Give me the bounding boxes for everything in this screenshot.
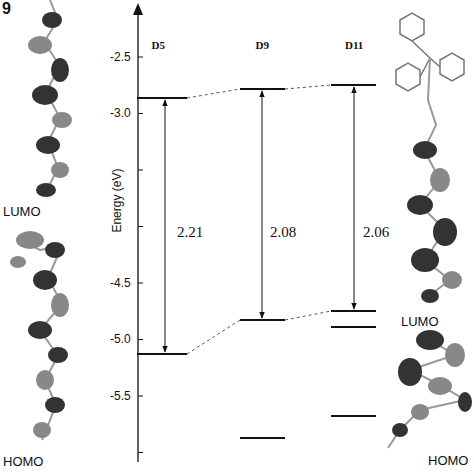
axis-title: Energy (eV) bbox=[111, 168, 124, 232]
figure-number: 9 bbox=[2, 0, 11, 18]
orbital-label: HOMO bbox=[3, 455, 43, 469]
energy-levels bbox=[137, 85, 376, 438]
gap-value: 2.06 bbox=[363, 224, 389, 241]
gap-value: 2.08 bbox=[270, 224, 296, 241]
compound-name: D9 bbox=[256, 39, 269, 51]
orbital-label: LUMO bbox=[401, 315, 439, 329]
compound-name: D5 bbox=[152, 39, 165, 51]
orbital-picture bbox=[388, 330, 472, 448]
orbital-picture bbox=[396, 13, 464, 303]
compound-name: D11 bbox=[345, 39, 363, 51]
tick-label: -2.5 bbox=[110, 51, 131, 64]
orbital-picture bbox=[10, 231, 69, 440]
orbital-label: LUMO bbox=[3, 205, 41, 219]
level-guides bbox=[187, 85, 331, 354]
tick-label: -4.5 bbox=[110, 277, 131, 290]
gap-value: 2.21 bbox=[177, 224, 203, 241]
tick-label: -5.0 bbox=[110, 333, 131, 346]
energy-axis bbox=[133, 3, 143, 462]
orbital-label: HOMO bbox=[428, 454, 468, 468]
tick-label: -5.5 bbox=[110, 390, 131, 403]
orbital-picture bbox=[28, 0, 72, 197]
tick-label: -3.0 bbox=[110, 107, 131, 120]
gap-arrows bbox=[165, 87, 354, 352]
